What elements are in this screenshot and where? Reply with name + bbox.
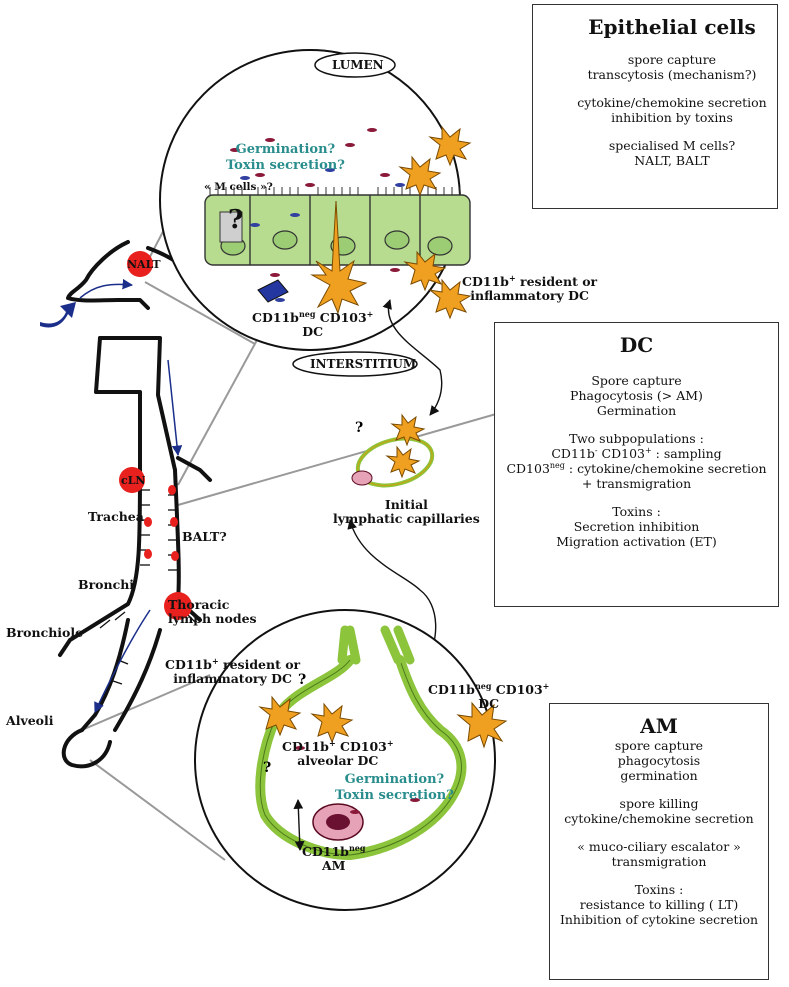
interstitium-label: INTERSTITIUM: [310, 357, 417, 371]
entry-arrow-icon: [40, 302, 76, 328]
am-box-title: AM: [640, 714, 678, 738]
nalt-label: NALT: [127, 258, 161, 271]
respiratory-tract: [58, 240, 212, 769]
alveoli-label: Alveoli: [6, 713, 54, 728]
balt-label: BALT?: [182, 529, 227, 544]
svg-text:?: ?: [298, 672, 306, 688]
dc-box: DC Spore capture Phagocytosis (> AM) Ger…: [494, 322, 779, 607]
dc-box-title: DC: [619, 333, 654, 357]
dendritic-cell-icon: [310, 125, 472, 320]
alveolus-circle: ? ?: [194, 609, 508, 911]
zoom-connector-lines: [81, 134, 511, 861]
cln-label: cLN: [121, 474, 146, 487]
dc-cd103-label: CD11bneg CD103+DC: [252, 308, 374, 339]
lymphatic-capillary: ?: [351, 413, 435, 488]
bronchiole-label: Bronchiole: [6, 625, 84, 640]
bronchi-label: Bronchi: [78, 577, 135, 592]
spore-cluster-icon: [257, 279, 289, 303]
lumen-label: LUMEN: [332, 58, 384, 72]
m-cells-label: « M cells »?: [204, 181, 273, 193]
airflow-arrows: [79, 278, 183, 713]
germination-question-bottom: Germination? Toxin secretion?: [335, 772, 454, 803]
svg-text:?: ?: [228, 205, 243, 235]
epithelial-cells-box: Epithelial cells spore capture transcyto…: [532, 4, 778, 209]
lumen-label-frame: [314, 52, 396, 78]
epithelial-box-title: Epithelial cells: [588, 15, 756, 39]
alveolar-dc-label: CD11b+ CD103+alveolar DC: [282, 737, 394, 768]
trachea-label: Trachea: [88, 509, 144, 524]
svg-text:?: ?: [263, 760, 271, 776]
germination-question-top: Germination? Toxin secretion?: [226, 142, 345, 173]
alveolar-dc-cd103-label: CD11bneg CD103+DC: [428, 680, 550, 711]
svg-text:?: ?: [355, 420, 363, 436]
spore-particles: [230, 128, 405, 302]
lymph-node-markers: [119, 251, 192, 620]
am-box: AM spore capture phagocytosis germinatio…: [549, 703, 769, 980]
